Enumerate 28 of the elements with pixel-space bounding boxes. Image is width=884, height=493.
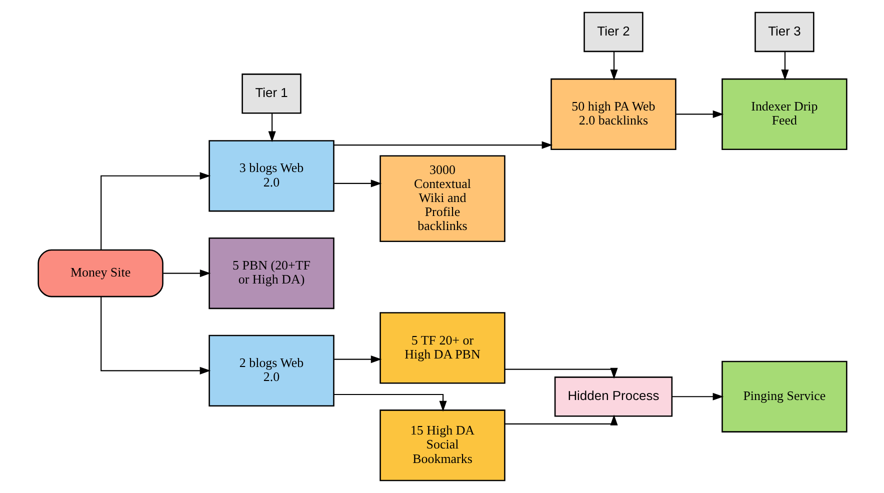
arrow: [672, 392, 724, 400]
node-box: Tier 2: [583, 12, 643, 52]
node-box: 5 PBN (20+TF or High DA): [208, 237, 334, 310]
node-box: 3000 Contextual Wiki and Profile backlinks: [379, 155, 505, 242]
arrow: [504, 414, 618, 426]
arrow: [268, 113, 276, 142]
node-box: Tier 3: [754, 12, 814, 52]
arrow: [162, 270, 210, 278]
node-box: Hidden Process: [554, 376, 672, 417]
arrow: [334, 180, 382, 188]
node-box: Tier 1: [241, 74, 301, 114]
arrow: [676, 110, 724, 118]
node-box: 50 high PA Web 2.0 backlinks: [550, 78, 676, 150]
node-box: 3 blogs Web 2.0: [208, 140, 334, 212]
node-box: Indexer Drip Feed: [721, 78, 847, 150]
arrow: [610, 51, 618, 80]
node-box: 2 blogs Web 2.0: [208, 334, 334, 406]
node-box: Money Site: [37, 249, 163, 298]
node-box: 15 High DA Social Bookmarks: [379, 410, 505, 482]
arrow: [334, 356, 382, 364]
arrow: [100, 296, 210, 374]
arrow: [333, 141, 552, 149]
arrow: [333, 394, 446, 412]
arrow: [504, 368, 618, 379]
node-box: 5 TF 20+ or High DA PBN: [379, 312, 505, 384]
arrow: [100, 172, 210, 250]
arrow: [780, 51, 788, 80]
node-box: Pinging Service: [721, 360, 847, 432]
